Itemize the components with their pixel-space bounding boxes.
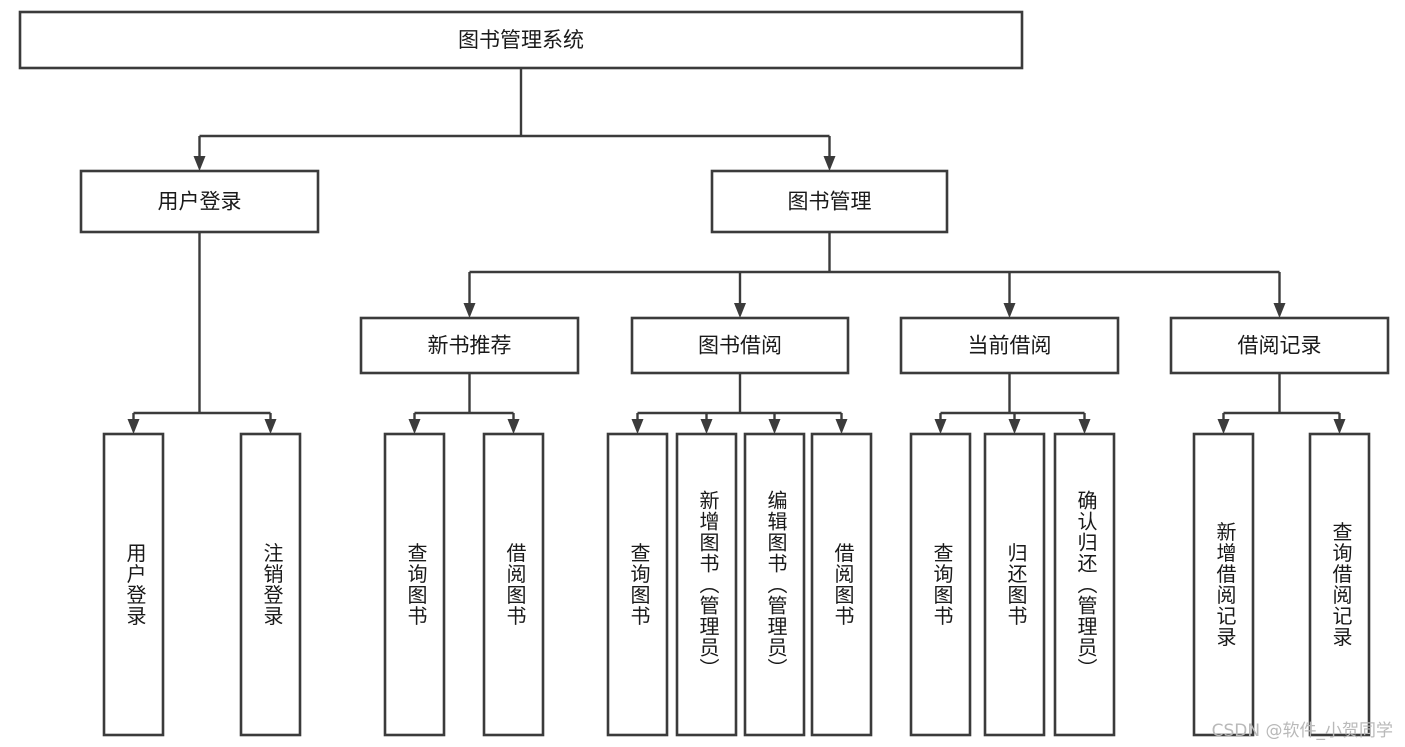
node-box-borrow-record[interactable] bbox=[1169, 316, 1390, 375]
connector-arrowhead bbox=[734, 303, 746, 318]
connector-arrowhead bbox=[934, 419, 947, 434]
node-leaf-query-book-1[interactable]: 查询图书 bbox=[383, 432, 446, 737]
node-leaf-edit-book[interactable]: 编辑图书（管理员） bbox=[743, 432, 806, 737]
node-new-book-recommend[interactable]: 新书推荐 bbox=[359, 316, 580, 375]
node-leaf-confirm-return[interactable]: 确认归还（管理员） bbox=[1053, 432, 1116, 737]
node-label-leaf-add-record: 新增借阅记录 bbox=[1213, 521, 1237, 647]
connector-group-book-borrow bbox=[631, 373, 848, 434]
node-box-current-borrow[interactable] bbox=[899, 316, 1120, 375]
connector-arrowhead bbox=[1078, 419, 1091, 434]
node-leaf-query-record[interactable]: 查询借阅记录 bbox=[1308, 432, 1371, 737]
connector-arrowhead bbox=[408, 419, 421, 434]
connector-arrowhead bbox=[768, 419, 781, 434]
node-box-leaf-query-book-2[interactable] bbox=[606, 432, 669, 737]
node-label-new-book-recommend: 新书推荐 bbox=[428, 334, 512, 358]
connector-arrowhead bbox=[127, 419, 140, 434]
node-label-leaf-confirm-return: 确认归还（管理员） bbox=[1074, 490, 1098, 679]
node-box-book-management[interactable] bbox=[710, 169, 949, 234]
node-box-leaf-query-book-1[interactable] bbox=[383, 432, 446, 737]
node-layer: 图书管理系统用户登录图书管理新书推荐图书借阅当前借阅借阅记录用户登录注销登录查询… bbox=[18, 10, 1390, 737]
connector-arrowhead bbox=[1273, 303, 1286, 318]
node-box-leaf-add-record[interactable] bbox=[1192, 432, 1255, 737]
node-label-book-management: 图书管理 bbox=[788, 190, 872, 214]
node-user-login[interactable]: 用户登录 bbox=[79, 169, 320, 234]
node-label-borrow-record: 借阅记录 bbox=[1238, 334, 1322, 358]
node-leaf-return-book[interactable]: 归还图书 bbox=[983, 432, 1046, 737]
node-leaf-user-login[interactable]: 用户登录 bbox=[102, 432, 165, 737]
node-label-leaf-query-book-1: 查询图书 bbox=[404, 542, 428, 626]
node-label-root: 图书管理系统 bbox=[458, 28, 584, 52]
connector-arrowhead bbox=[264, 419, 277, 434]
node-box-user-login[interactable] bbox=[79, 169, 320, 234]
connector-arrowhead bbox=[507, 419, 520, 434]
connector-group-root bbox=[193, 68, 836, 171]
csdn-watermark: CSDN @软件_小贺同学 bbox=[1212, 721, 1393, 741]
connector-arrowhead bbox=[1003, 303, 1016, 318]
node-label-leaf-edit-book: 编辑图书（管理员） bbox=[764, 490, 788, 679]
node-label-leaf-query-book-3: 查询图书 bbox=[930, 542, 954, 626]
node-box-book-borrow[interactable] bbox=[630, 316, 850, 375]
connector-group-new-book-recommend bbox=[408, 373, 520, 434]
node-label-leaf-query-record: 查询借阅记录 bbox=[1329, 521, 1353, 647]
connector-group-book-management bbox=[463, 232, 1286, 318]
node-borrow-record[interactable]: 借阅记录 bbox=[1169, 316, 1390, 375]
connector-arrowhead bbox=[1217, 419, 1230, 434]
node-root[interactable]: 图书管理系统 bbox=[18, 10, 1024, 70]
node-label-leaf-query-book-2: 查询图书 bbox=[627, 542, 651, 626]
node-box-leaf-borrow-book-1[interactable] bbox=[482, 432, 545, 737]
node-label-leaf-add-book: 新增图书（管理员） bbox=[696, 490, 720, 679]
node-label-leaf-return-book: 归还图书 bbox=[1004, 542, 1028, 626]
node-box-leaf-confirm-return[interactable] bbox=[1053, 432, 1116, 737]
node-label-leaf-user-login: 用户登录 bbox=[123, 543, 147, 627]
node-label-book-borrow: 图书借阅 bbox=[698, 334, 782, 358]
connector-arrowhead bbox=[193, 156, 206, 171]
node-box-leaf-query-record[interactable] bbox=[1308, 432, 1371, 737]
connector-group-current-borrow bbox=[934, 373, 1091, 434]
connector-arrowhead bbox=[631, 419, 644, 434]
node-leaf-borrow-book-1[interactable]: 借阅图书 bbox=[482, 432, 545, 737]
connector-arrowhead bbox=[1333, 419, 1346, 434]
connector-arrowhead bbox=[823, 156, 836, 171]
node-box-leaf-edit-book[interactable] bbox=[743, 432, 806, 737]
connector-group-user-login bbox=[127, 232, 277, 434]
node-box-leaf-user-login[interactable] bbox=[102, 432, 165, 737]
node-box-leaf-query-book-3[interactable] bbox=[909, 432, 972, 737]
node-label-leaf-user-logout: 注销登录 bbox=[260, 542, 284, 626]
connector-arrowhead bbox=[700, 419, 713, 434]
node-current-borrow[interactable]: 当前借阅 bbox=[899, 316, 1120, 375]
node-box-leaf-add-book[interactable] bbox=[675, 432, 738, 737]
node-box-leaf-return-book[interactable] bbox=[983, 432, 1046, 737]
connector-arrowhead bbox=[835, 419, 848, 434]
node-box-new-book-recommend[interactable] bbox=[359, 316, 580, 375]
node-label-leaf-borrow-book-1: 借阅图书 bbox=[503, 542, 527, 626]
node-book-management[interactable]: 图书管理 bbox=[710, 169, 949, 234]
node-label-leaf-borrow-book-2: 借阅图书 bbox=[831, 542, 855, 626]
node-leaf-user-logout[interactable]: 注销登录 bbox=[239, 432, 302, 737]
node-label-user-login: 用户登录 bbox=[158, 190, 242, 214]
node-leaf-query-book-2[interactable]: 查询图书 bbox=[606, 432, 669, 737]
node-box-leaf-user-logout[interactable] bbox=[239, 432, 302, 737]
node-book-borrow[interactable]: 图书借阅 bbox=[630, 316, 850, 375]
connector-arrowhead bbox=[463, 303, 476, 318]
node-box-root[interactable] bbox=[18, 10, 1024, 70]
connector-arrowhead bbox=[1008, 419, 1021, 434]
connector-layer bbox=[127, 68, 1346, 434]
connector-group-borrow-record bbox=[1217, 373, 1346, 434]
node-leaf-borrow-book-2[interactable]: 借阅图书 bbox=[810, 432, 873, 737]
node-leaf-query-book-3[interactable]: 查询图书 bbox=[909, 432, 972, 737]
node-box-leaf-borrow-book-2[interactable] bbox=[810, 432, 873, 737]
node-leaf-add-record[interactable]: 新增借阅记录 bbox=[1192, 432, 1255, 737]
node-leaf-add-book[interactable]: 新增图书（管理员） bbox=[675, 432, 738, 737]
node-label-current-borrow: 当前借阅 bbox=[968, 334, 1052, 358]
